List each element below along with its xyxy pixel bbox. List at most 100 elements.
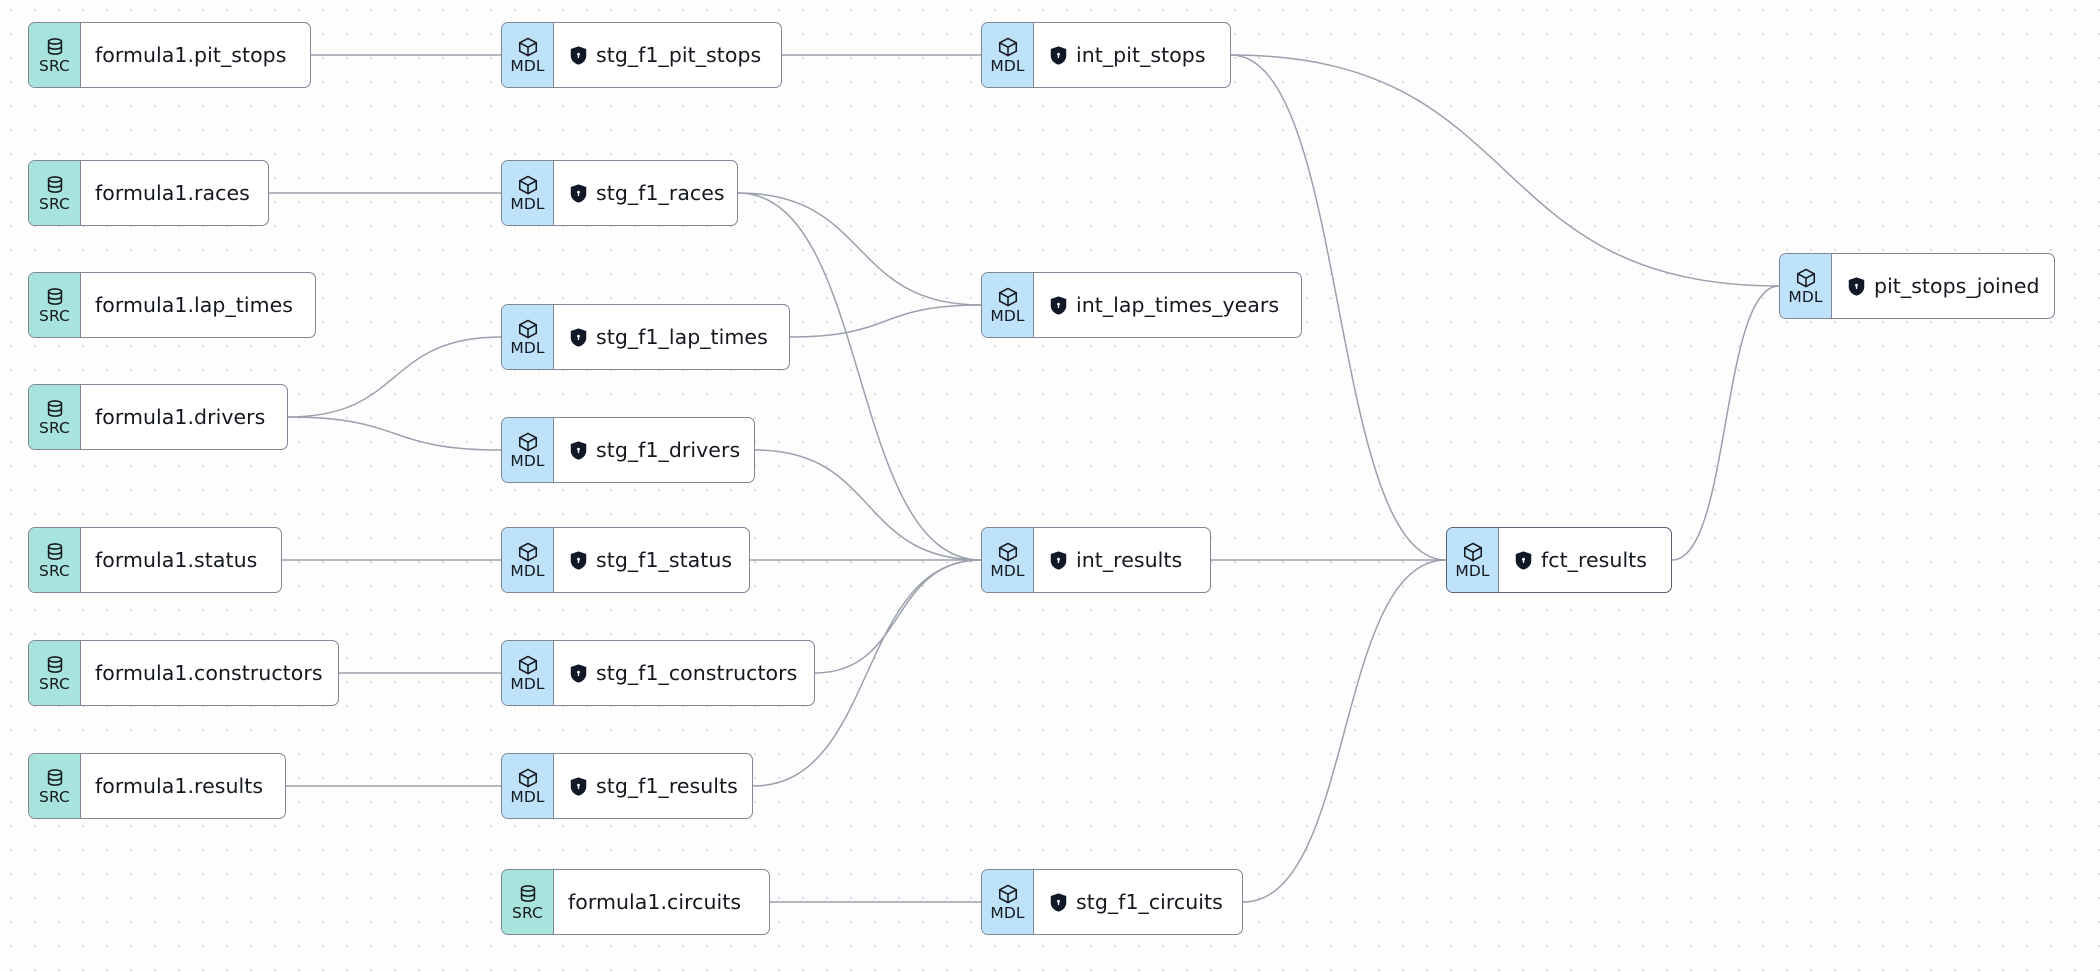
model-badge: MDL (502, 528, 554, 592)
node-body: stg_f1_constructors (554, 641, 814, 705)
model-badge: MDL (502, 641, 554, 705)
node-label: formula1.drivers (95, 404, 266, 429)
model-badge: MDL (1780, 254, 1832, 318)
model-badge: MDL (502, 305, 554, 369)
edge-src_drivers-to-stg_drivers (287, 416, 502, 451)
node-label: formula1.circuits (568, 889, 742, 914)
cube-icon (517, 431, 539, 453)
database-icon (517, 883, 539, 905)
node-body: formula1.races (81, 161, 268, 225)
graph-node-stg_results[interactable]: MDL stg_f1_results (501, 753, 753, 819)
node-body: stg_f1_results (554, 754, 752, 818)
node-label: stg_f1_results (596, 773, 738, 798)
node-label: int_pit_stops (1076, 42, 1206, 67)
node-kind-label: MDL (1788, 287, 1823, 306)
model-badge: MDL (502, 418, 554, 482)
node-kind-label: SRC (39, 674, 70, 693)
graph-node-src_pit_stops[interactable]: SRC formula1.pit_stops (28, 22, 311, 88)
graph-node-src_results[interactable]: SRC formula1.results (28, 753, 286, 819)
node-label: int_lap_times_years (1076, 292, 1280, 317)
source-badge: SRC (29, 23, 81, 87)
node-kind-label: SRC (39, 306, 70, 325)
graph-node-src_drivers[interactable]: SRC formula1.drivers (28, 384, 288, 450)
source-badge: SRC (29, 385, 81, 449)
node-body: stg_f1_status (554, 528, 749, 592)
cube-icon (997, 541, 1019, 563)
node-kind-label: MDL (990, 56, 1025, 75)
graph-node-src_lap_times[interactable]: SRC formula1.lap_times (28, 272, 316, 338)
source-badge: SRC (29, 641, 81, 705)
node-label: formula1.status (95, 547, 258, 572)
node-kind-label: MDL (510, 787, 545, 806)
shield-icon (570, 550, 587, 570)
edge-stg_constructors-to-int_results (814, 559, 982, 674)
model-badge: MDL (1447, 528, 1499, 592)
node-body: formula1.circuits (554, 870, 769, 934)
cube-icon (997, 286, 1019, 308)
node-label: pit_stops_joined (1874, 273, 2040, 298)
graph-node-stg_circuits[interactable]: MDL stg_f1_circuits (981, 869, 1243, 935)
node-kind-label: SRC (39, 56, 70, 75)
node-kind-label: MDL (510, 194, 545, 213)
graph-node-stg_constructors[interactable]: MDL stg_f1_constructors (501, 640, 815, 706)
node-kind-label: MDL (990, 561, 1025, 580)
shield-icon (570, 45, 587, 65)
node-label: stg_f1_constructors (596, 660, 798, 685)
node-kind-label: MDL (510, 674, 545, 693)
source-badge: SRC (29, 528, 81, 592)
shield-icon (570, 440, 587, 460)
model-badge: MDL (982, 23, 1034, 87)
graph-node-pit_stops_joined[interactable]: MDL pit_stops_joined (1779, 253, 2055, 319)
node-kind-label: MDL (510, 56, 545, 75)
node-body: stg_f1_circuits (1034, 870, 1242, 934)
node-body: formula1.results (81, 754, 285, 818)
database-icon (44, 654, 66, 676)
edge-int_pit_stops-to-pit_stops_joined (1230, 54, 1780, 287)
node-label: fct_results (1541, 547, 1648, 572)
shield-icon (1050, 295, 1067, 315)
graph-node-src_circuits[interactable]: SRC formula1.circuits (501, 869, 770, 935)
model-badge: MDL (502, 754, 554, 818)
node-body: int_results (1034, 528, 1210, 592)
graph-node-src_status[interactable]: SRC formula1.status (28, 527, 282, 593)
edge-stg_drivers-to-int_results (754, 449, 982, 561)
node-body: pit_stops_joined (1832, 254, 2054, 318)
node-label: formula1.results (95, 773, 264, 798)
node-label: formula1.lap_times (95, 292, 294, 317)
shield-icon (570, 183, 587, 203)
node-kind-label: MDL (510, 451, 545, 470)
node-body: formula1.status (81, 528, 281, 592)
shield-icon (1050, 892, 1067, 912)
graph-node-int_pit_stops[interactable]: MDL int_pit_stops (981, 22, 1231, 88)
node-body: formula1.pit_stops (81, 23, 310, 87)
model-badge: MDL (982, 528, 1034, 592)
node-kind-label: SRC (39, 787, 70, 806)
database-icon (44, 398, 66, 420)
node-body: int_pit_stops (1034, 23, 1230, 87)
cube-icon (997, 883, 1019, 905)
node-kind-label: SRC (39, 561, 70, 580)
shield-icon (570, 776, 587, 796)
database-icon (44, 286, 66, 308)
edge-stg_races-to-int_results (737, 192, 982, 561)
cube-icon (517, 767, 539, 789)
node-kind-label: MDL (510, 338, 545, 357)
cube-icon (517, 541, 539, 563)
shield-icon (1050, 45, 1067, 65)
node-kind-label: MDL (990, 903, 1025, 922)
edge-stg_races-to-int_lap_times_years (737, 192, 982, 306)
node-kind-label: MDL (1455, 561, 1490, 580)
graph-node-fct_results[interactable]: MDL fct_results (1446, 527, 1672, 593)
graph-node-int_results[interactable]: MDL int_results (981, 527, 1211, 593)
cube-icon (517, 654, 539, 676)
source-badge: SRC (502, 870, 554, 934)
